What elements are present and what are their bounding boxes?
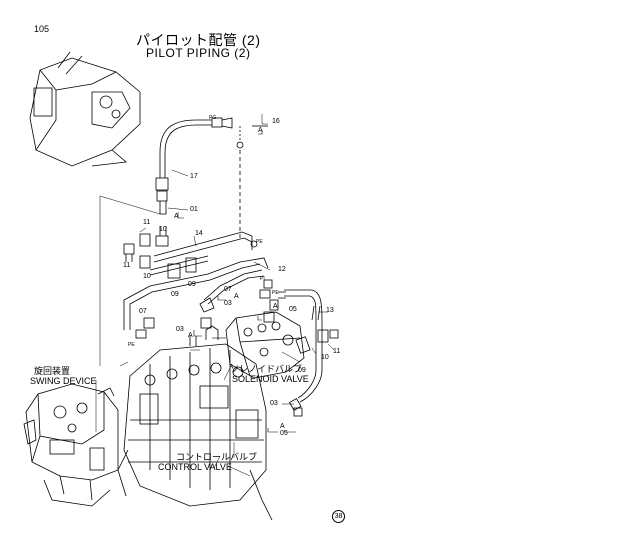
page-number: 105 bbox=[34, 24, 50, 34]
view-a-label-16: A bbox=[258, 127, 263, 134]
fitting-16-dashes bbox=[236, 125, 268, 240]
solenoid-valve-block bbox=[225, 305, 339, 379]
callout-07-a: 07 bbox=[139, 308, 147, 315]
callout-01: 01 bbox=[190, 206, 198, 213]
callout-11-a: 11 bbox=[143, 219, 151, 226]
callout-10-a: 10 bbox=[159, 226, 167, 233]
view-a-label-05-b: A bbox=[280, 423, 285, 430]
view-a-label-07: A bbox=[234, 293, 239, 300]
callout-14: 14 bbox=[195, 230, 203, 237]
port-label-pe-a: PE bbox=[256, 239, 263, 245]
control-valve bbox=[117, 317, 273, 521]
port-label-pe-c: PE bbox=[128, 342, 135, 348]
swing-device-label-jp: 旋回装置 bbox=[34, 366, 71, 376]
pipe-14 bbox=[149, 231, 253, 276]
callout-09-b: 09 bbox=[188, 281, 196, 288]
view-a-label-03: A bbox=[188, 332, 193, 339]
bottom-mark: 38 bbox=[332, 510, 345, 523]
callout-09-c: 09 bbox=[298, 367, 306, 374]
port-label-pg: PG bbox=[209, 115, 217, 121]
view-a-label-05: A bbox=[273, 303, 278, 310]
view-a-markers bbox=[177, 130, 278, 433]
title-english: PILOT PIPING (2) bbox=[146, 46, 251, 60]
port-label-pi: PI bbox=[260, 276, 265, 282]
callout-09-a: 09 bbox=[171, 291, 179, 298]
swing-device-label-en: SWING DEVICE bbox=[30, 376, 97, 386]
callout-13: 13 bbox=[326, 307, 334, 314]
pipe-12 bbox=[123, 257, 269, 330]
control-valve-label-en: CONTROL VALVE bbox=[158, 462, 232, 472]
swing-device bbox=[23, 383, 119, 507]
callout-03-b: 03 bbox=[224, 300, 232, 307]
callout-17: 17 bbox=[190, 173, 198, 180]
excavator-inset bbox=[29, 51, 141, 167]
callout-11-b: 11 bbox=[123, 262, 131, 269]
callout-10-b: 10 bbox=[143, 273, 151, 280]
leader-lines bbox=[95, 114, 335, 477]
fittings bbox=[123, 226, 303, 417]
hose-13 bbox=[278, 289, 323, 411]
solenoid-valve-label-en: SOLENOID VALVE bbox=[232, 374, 309, 384]
port-label-pe-b: PE bbox=[272, 290, 279, 296]
callout-03-a: 03 bbox=[176, 326, 184, 333]
callout-11-c: 11 bbox=[333, 348, 341, 355]
control-valve-label-jp: コントロールバルブ bbox=[176, 452, 258, 462]
callout-05-b: 05 bbox=[280, 430, 288, 437]
solenoid-valve-label-jp: ソレノイドバルブ bbox=[230, 364, 303, 374]
title-japanese: パイロット配管 (2) bbox=[136, 32, 261, 48]
view-a-label-01: A bbox=[174, 213, 179, 220]
callout-12: 12 bbox=[278, 266, 286, 273]
hose-17 bbox=[155, 117, 233, 215]
callout-16: 16 bbox=[272, 118, 280, 125]
callout-07-b: 07 bbox=[224, 286, 232, 293]
callout-03-c: 03 bbox=[270, 400, 278, 407]
callout-05-a: 05 bbox=[289, 306, 297, 313]
callout-10-c: 10 bbox=[321, 354, 329, 361]
